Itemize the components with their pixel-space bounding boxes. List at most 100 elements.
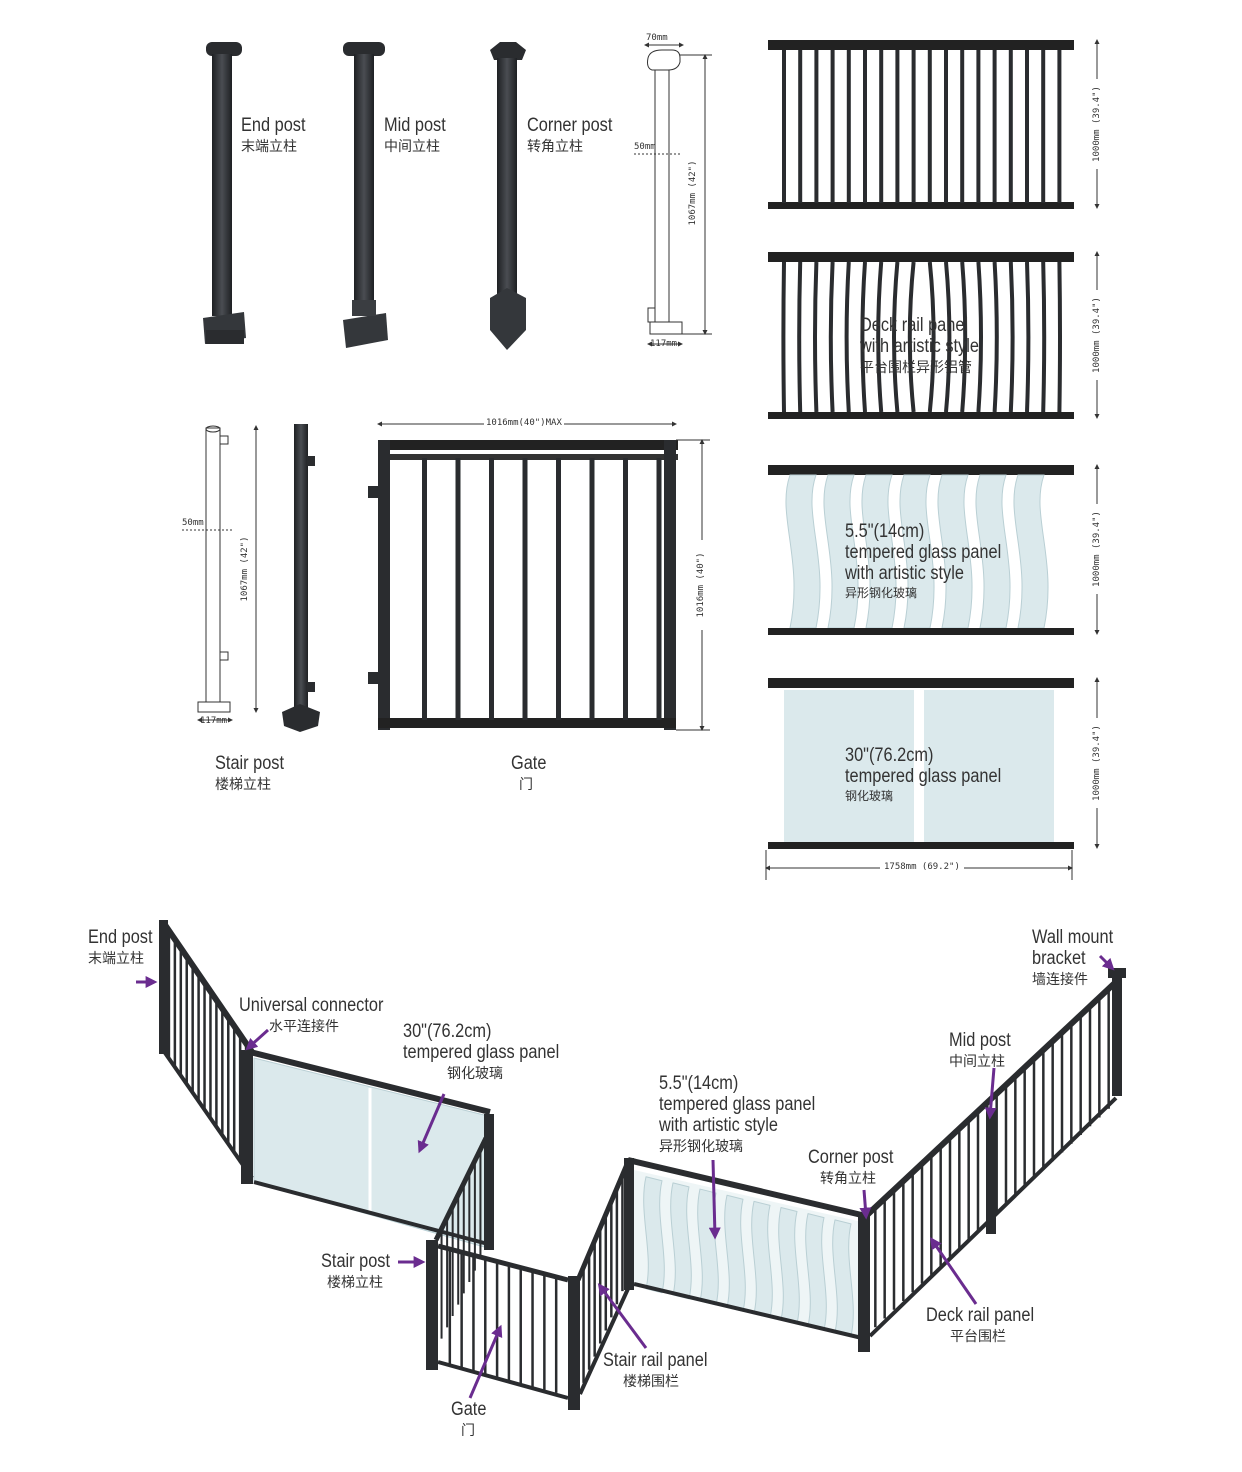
end-post-label-zh: 末端立柱 <box>241 137 297 154</box>
glass-30-label-en2: tempered glass panel <box>845 765 1002 787</box>
callout-arrows <box>136 954 1115 1399</box>
glass-artistic-label-en3: with artistic style <box>845 562 964 584</box>
glass-panel-artistic <box>768 464 1100 635</box>
post-dimension-drawing <box>634 42 712 347</box>
glass-artistic-label-en2: tempered glass panel <box>845 541 1002 563</box>
gate-picket <box>556 458 561 720</box>
deck-panel-artistic-label-en1: Deck rail panel <box>860 315 969 336</box>
gate-label-zh: 门 <box>519 775 533 792</box>
asm-corner-post-label-en: Corner post <box>808 1147 894 1168</box>
panel-picket-curved <box>976 261 983 413</box>
panel-picket-curved <box>1008 261 1015 413</box>
panel-picket-curved <box>992 261 999 413</box>
asm-corner-post-label-zh: 转角立柱 <box>820 1169 876 1186</box>
panel-picket-curved <box>876 261 884 413</box>
panel-picket-curved <box>1057 261 1062 413</box>
gate-label-en: Gate <box>511 753 547 774</box>
panel-picket <box>798 50 803 203</box>
dim-post-mid: 50mm <box>634 142 656 152</box>
deck-rail-panel-straight <box>768 39 1100 209</box>
asm-stair-rail-panel-label: Stair rail panel 楼梯围栏 <box>603 1350 724 1389</box>
asm-wall-mount-label-en2: bracket <box>1032 947 1086 969</box>
asm-gate-label: Gate 门 <box>451 1399 492 1438</box>
dim-stair-height: 1067mm (42") <box>240 536 250 602</box>
asm-glass-artistic-label-en1: 5.5"(14cm) <box>659 1073 739 1094</box>
gate-picket <box>422 458 427 720</box>
dim-post-base: 117mm <box>650 339 678 349</box>
asm-glass-30-label-zh: 钢化玻璃 <box>447 1064 503 1081</box>
dim-post-height: 1067mm (42") <box>688 160 698 226</box>
corner-post-label-zh: 转角立柱 <box>527 137 583 154</box>
dim-panel1-height: 1000mm (39.4") <box>1092 79 1102 169</box>
panel-picket <box>1057 50 1062 203</box>
asm-gate-label-en: Gate <box>451 1399 487 1420</box>
dim-stair-mid: 50mm <box>182 518 204 528</box>
asm-glass-artistic-label-en3: with artistic style <box>659 1114 778 1136</box>
asm-end-post-label-en: End post <box>88 927 153 948</box>
glass-panel-full <box>765 677 1100 880</box>
panel-picket <box>1041 50 1046 203</box>
asm-glass-30-label-en2: tempered glass panel <box>403 1041 560 1063</box>
panel-picket-curved <box>927 261 936 413</box>
dim-stair-base: 117mm <box>200 716 228 726</box>
stair-post-label-zh: 楼梯立柱 <box>215 775 271 792</box>
dim-panel3-height: 1000mm (39.4") <box>1092 504 1102 594</box>
panel-picket <box>1025 50 1029 203</box>
gate-picket <box>489 458 494 720</box>
panel-picket <box>944 50 948 203</box>
glass-strip <box>785 474 821 629</box>
panel-picket <box>863 50 867 203</box>
mid-post-label: Mid post 中间立柱 <box>384 115 456 154</box>
panel-picket <box>927 50 932 203</box>
panel-picket-curved <box>781 261 786 413</box>
mid-post-label-en: Mid post <box>384 115 446 136</box>
asm-stair-post-label: Stair post 楼梯立柱 <box>321 1251 401 1290</box>
panel-picket-curved <box>960 261 968 413</box>
asm-wall-mount-label-zh: 墙连接件 <box>1032 970 1088 987</box>
deck-panel-artistic-label: Deck rail panel with artistic style 平台围栏… <box>860 315 998 375</box>
panel-picket-curved <box>828 261 835 413</box>
glass-artistic-label-en1: 5.5"(14cm) <box>845 521 925 542</box>
asm-wall-mount-label: Wall mount bracket 墙连接件 <box>1032 927 1126 987</box>
asm-deck-rail-panel-label: Deck rail panel 平台围栏 <box>926 1305 1052 1344</box>
asm-universal-connector-label: Universal connector 水平连接件 <box>239 995 407 1034</box>
asm-glass-artistic-label-en2: tempered glass panel <box>659 1093 816 1115</box>
asm-glass-30-label: 30"(76.2cm) tempered glass panel 钢化玻璃 <box>403 1021 585 1081</box>
asm-stair-rail-panel-label-en: Stair rail panel <box>603 1350 708 1371</box>
mid-post-label-zh: 中间立柱 <box>384 137 440 154</box>
glass-artistic-label-zh: 异形钢化玻璃 <box>845 585 918 600</box>
panel-picket <box>895 50 900 203</box>
gate-picket <box>522 458 528 720</box>
stair-post-label: Stair post 楼梯立柱 <box>215 753 295 792</box>
panel-picket-curved <box>1025 261 1031 413</box>
asm-deck-rail-panel-label-zh: 平台围栏 <box>950 1327 1006 1344</box>
dim-gate-width: 1016mm(40")MAX <box>484 418 564 428</box>
asm-end-post-label-zh: 末端立柱 <box>88 949 144 966</box>
end-post-illustration <box>203 42 246 344</box>
panel-picket <box>992 50 997 203</box>
dim-gate-height: 1016mm (40") <box>696 540 706 630</box>
panel-picket-curved <box>892 261 900 413</box>
dim-post-cap: 70mm <box>646 33 668 43</box>
panel-picket <box>782 50 786 203</box>
asm-mid-post-label: Mid post 中间立柱 <box>949 1030 1021 1069</box>
corner-post-label: Corner post 转角立柱 <box>527 115 626 154</box>
panel-picket-curved <box>797 261 803 413</box>
panel-picket-curved <box>944 261 952 413</box>
deck-panel-artistic-label-zh: 平台围栏异形铝管 <box>860 358 972 375</box>
asm-universal-connector-label-zh: 水平连接件 <box>269 1017 339 1034</box>
asm-universal-connector-label-en: Universal connector <box>239 995 384 1016</box>
gate-illustration <box>368 421 710 731</box>
panel-picket <box>1008 50 1013 203</box>
mid-post-illustration <box>343 42 388 348</box>
stair-post-label-en: Stair post <box>215 753 285 774</box>
panel-picket-curved <box>907 261 916 413</box>
panel-picket <box>814 50 819 203</box>
asm-mid-post-label-en: Mid post <box>949 1030 1011 1051</box>
panel-picket <box>830 50 835 203</box>
asm-glass-artistic-label-zh: 异形钢化玻璃 <box>659 1137 743 1154</box>
gate-picket <box>623 458 628 720</box>
panel-picket-curved <box>860 261 867 413</box>
